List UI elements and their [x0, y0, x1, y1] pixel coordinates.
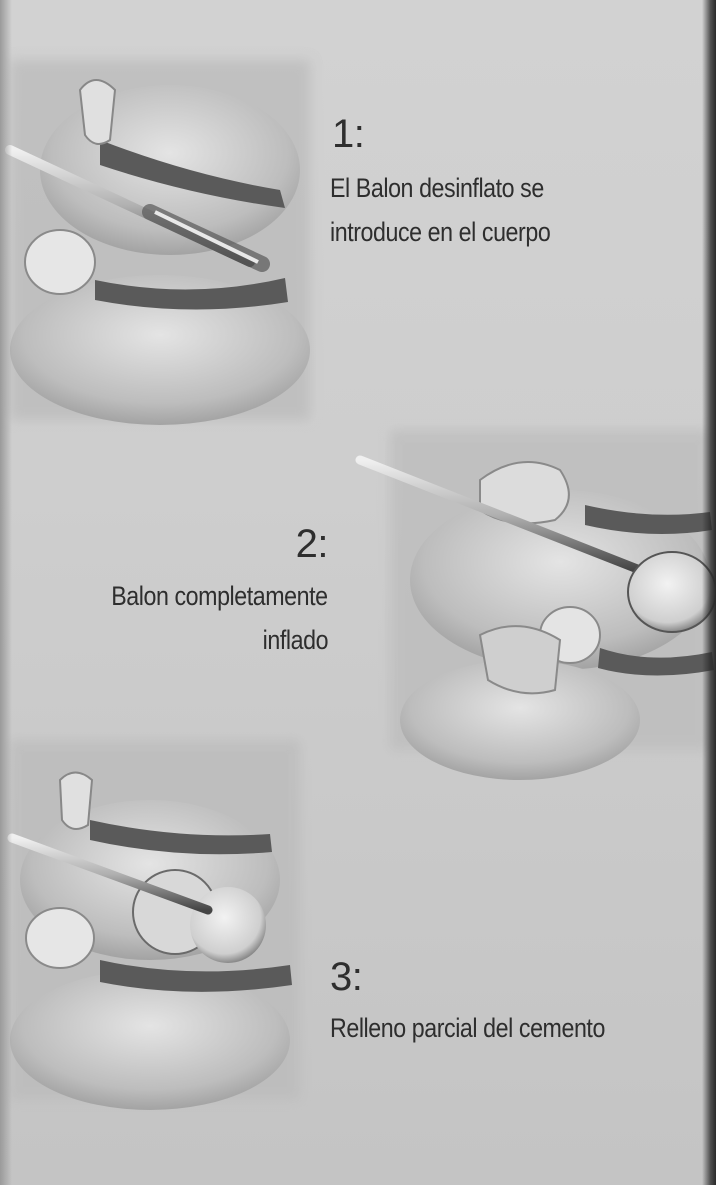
step-1-caption-line-1: El Balon desinflato se — [330, 168, 544, 208]
scan-edge-right — [702, 0, 716, 1185]
step-3-caption-line-1: Relleno parcial del cemento — [330, 1008, 605, 1048]
scan-edge-left — [0, 0, 12, 1185]
step-3-number: 3: — [330, 955, 362, 999]
step-2-caption-line-1: Balon completamente — [112, 576, 328, 616]
figure-1-deflated-balloon — [10, 60, 310, 425]
step-2-caption-line-2: inflado — [263, 620, 328, 660]
figure-3-cement-filling — [10, 740, 300, 1110]
step-1-number: 1: — [332, 112, 364, 156]
figure-2-inflated-balloon — [360, 430, 716, 780]
step-2-number: 2: — [296, 522, 328, 566]
step-1-caption-line-2: introduce en el cuerpo — [330, 212, 550, 252]
